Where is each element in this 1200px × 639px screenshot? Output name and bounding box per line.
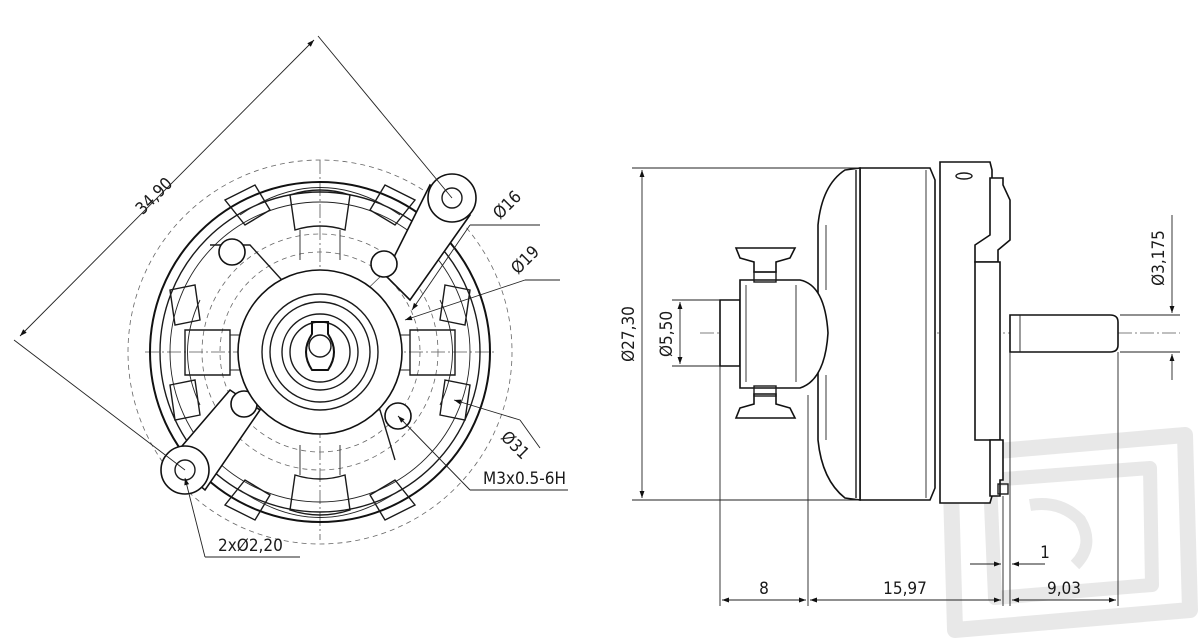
dim-prop-diameter: Ø5,50 (657, 311, 677, 357)
rc-logo-watermark-icon (942, 427, 1198, 638)
front-view: 34,90 Ø16 Ø19 Ø31 M3x0.5-6H 2xØ2,20 (13, 35, 568, 558)
dim-len-shaft: 9,03 (1047, 579, 1081, 599)
dim-thread: M3x0.5-6H (483, 469, 566, 489)
dim-len-body: 15,97 (883, 579, 927, 599)
dim-len-8: 8 (759, 579, 769, 599)
dim-body-diameter: Ø27,30 (619, 306, 639, 362)
dim-mount-span: 34,90 (132, 174, 177, 219)
dim-holes: 2xØ2,20 (218, 536, 283, 556)
dim-d31: Ø31 (496, 427, 532, 463)
dim-len-1: 1 (1040, 543, 1050, 563)
dim-d16: Ø16 (489, 187, 525, 223)
side-view: Ø27,30 Ø5,50 Ø3,175 8 15,97 1 9,03 (619, 161, 1180, 606)
dim-d19: Ø19 (507, 242, 543, 278)
dim-shaft-diameter: Ø3,175 (1149, 230, 1169, 286)
